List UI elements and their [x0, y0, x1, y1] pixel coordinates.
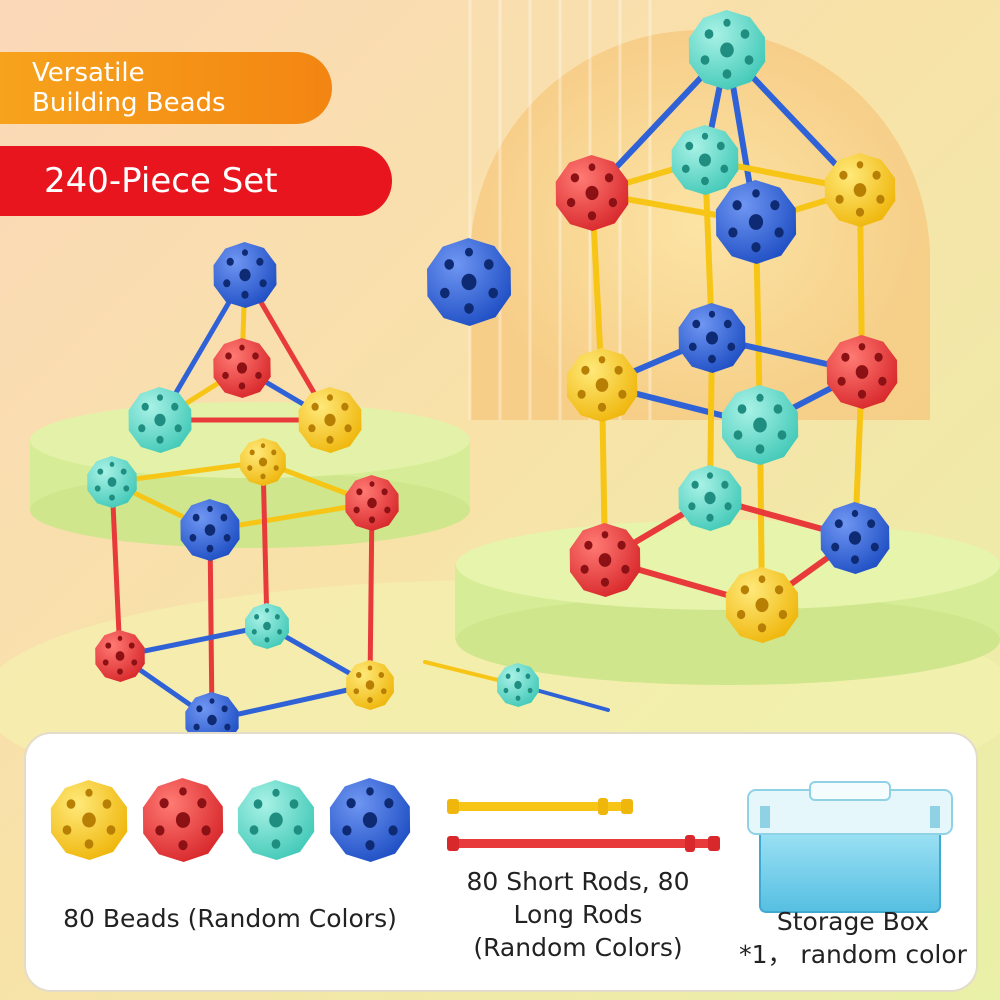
blue-bead — [678, 303, 746, 373]
red-bead — [555, 155, 629, 231]
rods-caption-line3: (Random Colors) — [473, 933, 683, 962]
storage-box — [747, 781, 953, 913]
blue-bead — [180, 499, 240, 561]
blue-bead — [820, 502, 890, 574]
blue-bead — [329, 778, 411, 862]
rod-samples — [447, 798, 720, 852]
teal-bead — [678, 465, 742, 531]
teal-bead — [128, 387, 192, 453]
teal-bead — [87, 456, 137, 508]
storage-box-caption-line1: Storage Box — [776, 907, 930, 936]
rods-caption-line1: 80 Short Rods, 80 — [466, 867, 690, 896]
yellow-bead — [566, 348, 638, 422]
red-bead — [345, 475, 399, 531]
short-rod — [447, 798, 633, 815]
bead-balls — [87, 10, 898, 748]
storage-box-caption: Storage Box *1， random color — [722, 905, 984, 971]
background-arch — [470, 30, 930, 420]
feature-banner-line2: Building Beads — [32, 88, 226, 118]
red-bead — [213, 338, 271, 398]
feature-banner: Versatile Building Beads — [0, 52, 332, 124]
red-bead — [569, 523, 641, 597]
long-rod — [447, 835, 720, 852]
teal-bead — [237, 780, 315, 860]
teal-bead — [688, 10, 766, 90]
yellow-bead — [824, 153, 896, 227]
piece-count-banner: 240-Piece Set — [0, 146, 392, 216]
blue-bead — [715, 180, 797, 264]
feature-banner-line1: Versatile — [32, 58, 145, 88]
storage-box-caption-line2: *1， random color — [739, 940, 967, 969]
yellow-bead — [298, 387, 362, 453]
rods-caption-line2: Long Rods — [513, 900, 643, 929]
yellow-bead — [725, 567, 799, 643]
beads-caption: 80 Beads (Random Colors) — [63, 904, 397, 933]
teal-bead — [245, 603, 289, 649]
blue-bead — [213, 242, 277, 308]
teal-bead — [497, 663, 539, 707]
piece-count-text: 240-Piece Set — [44, 161, 278, 201]
blue-bead — [427, 238, 511, 326]
yellow-bead — [346, 660, 394, 710]
rods-caption: 80 Short Rods, 80 Long Rods (Random Colo… — [448, 865, 708, 964]
red-bead — [95, 630, 145, 682]
teal-bead — [721, 385, 799, 465]
yellow-bead — [50, 780, 128, 860]
red-bead — [826, 335, 898, 409]
red-bead — [142, 778, 224, 862]
teal-bead — [671, 125, 739, 195]
yellow-bead — [240, 438, 286, 486]
bead-samples — [50, 778, 411, 862]
